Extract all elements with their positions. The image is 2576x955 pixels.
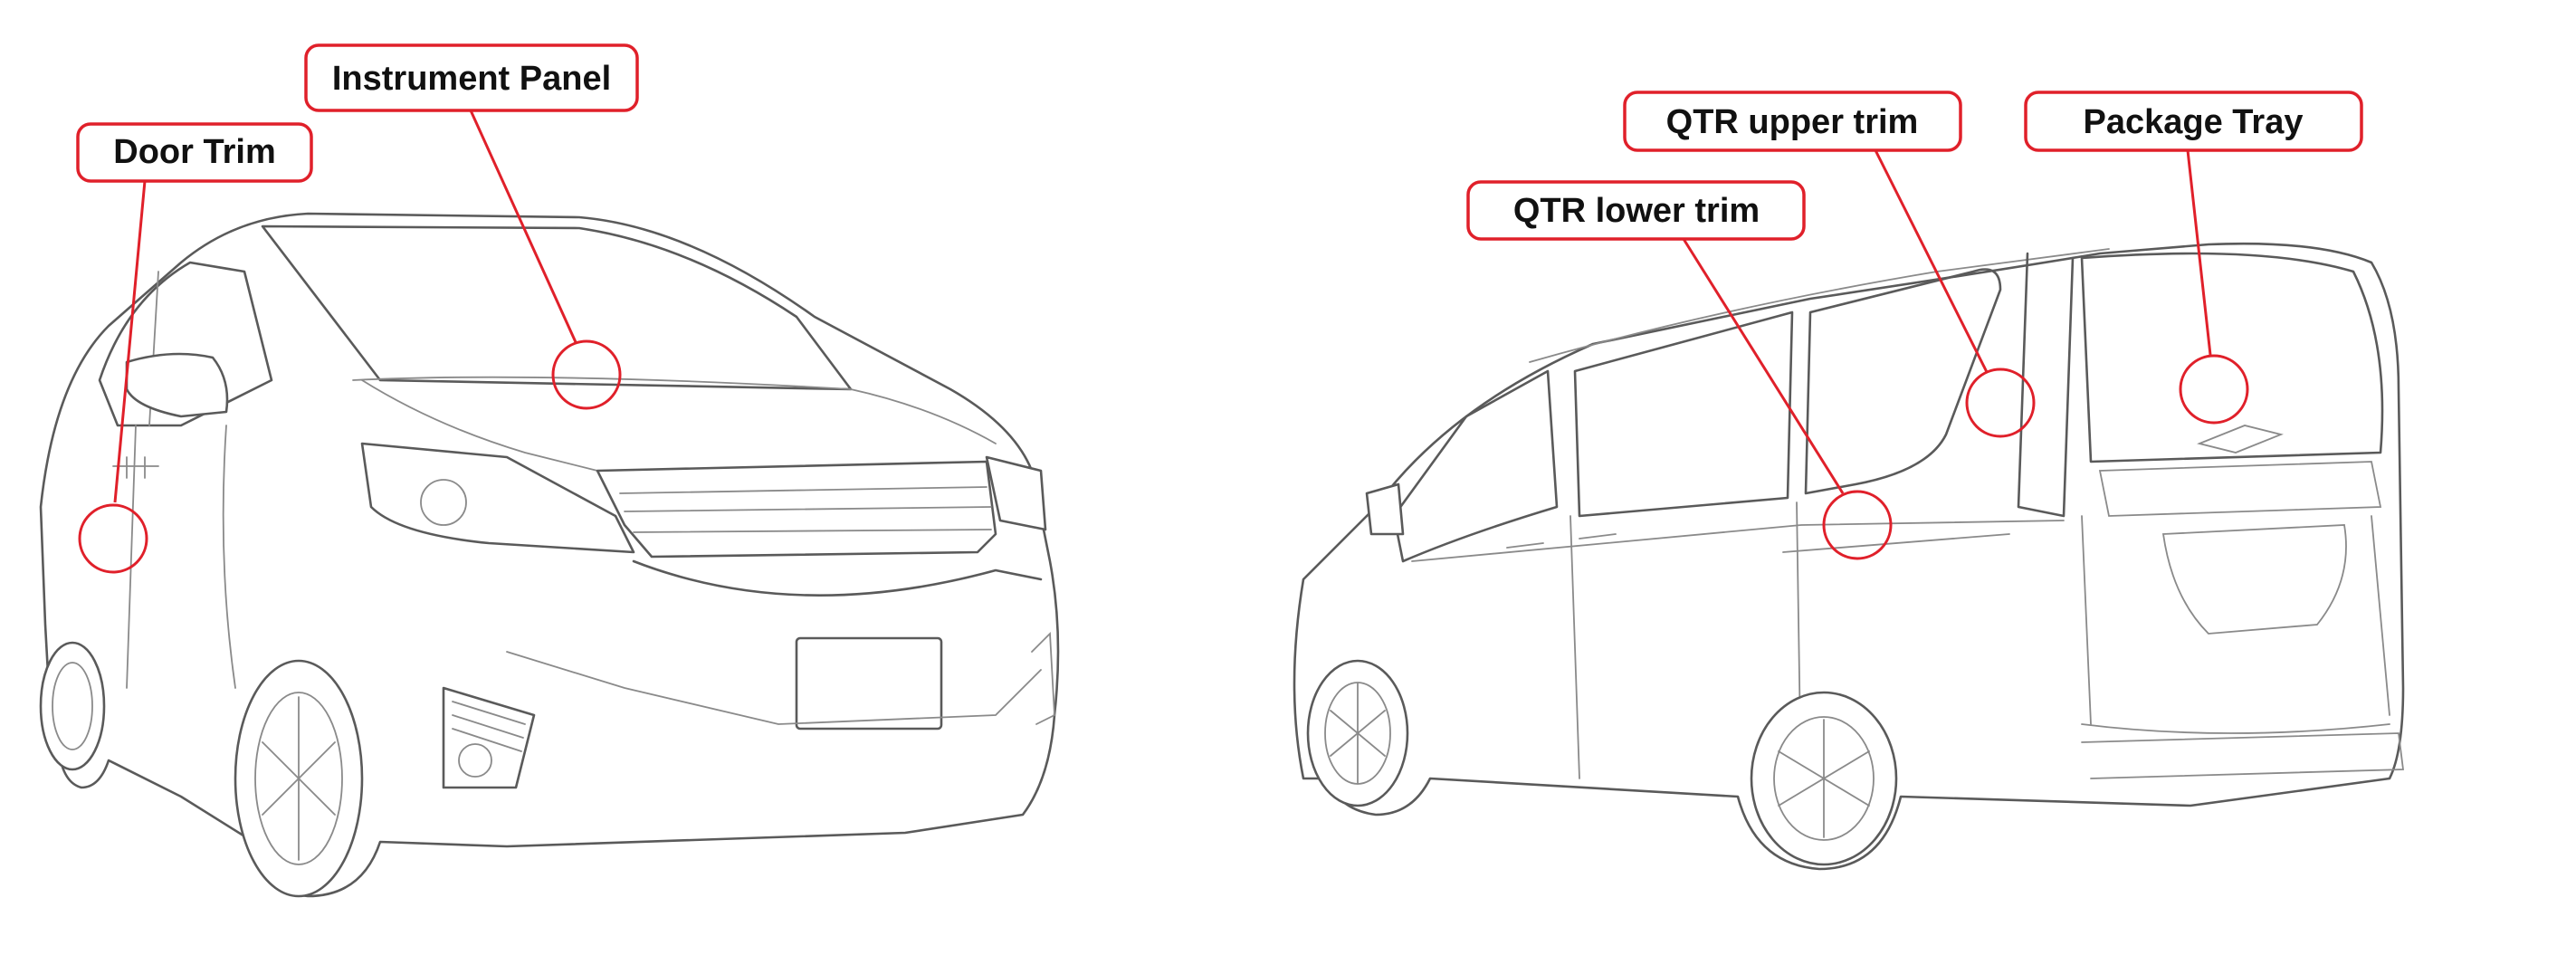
package-tray-leader-line — [2186, 149, 2212, 356]
instrument-panel-target-circle — [551, 339, 622, 410]
front-side-window — [98, 261, 273, 427]
rear-middle-window — [1573, 310, 1794, 518]
front-license-plate — [795, 636, 943, 731]
qtr-upper-trim-label-box — [1623, 91, 1962, 152]
rear-door-handle-front — [1506, 542, 1544, 549]
callout-qtr-upper-trim[interactable]: QTR upper trim — [1623, 91, 2036, 438]
rear-door-handle-rear — [1579, 533, 1617, 540]
qtr-upper-trim-leader-line — [1874, 149, 1989, 373]
door-trim-label: Door Trim — [113, 133, 275, 171]
rear-window — [2080, 252, 2384, 463]
front-door-line — [126, 425, 236, 689]
front-vehicle-illustration — [39, 212, 1060, 898]
package-tray-label: Package Tray — [2084, 103, 2304, 141]
front-door-handle — [112, 456, 159, 479]
rear-front-window — [1392, 369, 1559, 563]
qtr-upper-trim-target-circle — [1965, 368, 2036, 438]
instrument-panel-label: Instrument Panel — [332, 60, 611, 98]
callout-door-trim[interactable]: Door Trim — [76, 122, 313, 574]
rear-vehicle-illustration — [1293, 242, 2405, 871]
front-body-outline — [39, 212, 1060, 898]
door-trim-leader-line — [113, 180, 147, 503]
door-trim-target-circle — [78, 503, 148, 574]
front-grille — [596, 460, 997, 559]
rear-wheel — [1750, 691, 1898, 866]
qtr-lower-trim-label-box — [1466, 180, 1806, 241]
front-hood — [352, 376, 997, 444]
package-tray-target-circle — [2179, 354, 2249, 425]
qtr-lower-trim-leader-line — [1682, 238, 1845, 494]
front-foglight — [442, 686, 536, 789]
front-headlight-left — [360, 442, 635, 554]
callout-package-tray[interactable]: Package Tray — [2024, 91, 2363, 425]
qtr-lower-trim-label: QTR lower trim — [1513, 192, 1760, 230]
front-wheel-far — [39, 641, 106, 771]
qtr-lower-trim-target-circle — [1822, 490, 1893, 560]
callout-instrument-panel[interactable]: Instrument Panel — [304, 43, 639, 410]
instrument-panel-leader-line — [469, 110, 577, 343]
front-windshield — [261, 224, 853, 391]
package-tray-label-box — [2024, 91, 2363, 152]
front-wheel-left — [234, 659, 364, 898]
rear-plate-recess — [2161, 524, 2347, 635]
rear-side-mirror — [1365, 482, 1405, 536]
front-headlight-right — [985, 455, 1047, 531]
door-trim-label-box — [76, 122, 313, 183]
callout-qtr-lower-trim[interactable]: QTR lower trim — [1466, 180, 1893, 560]
instrument-panel-label-box — [304, 43, 639, 112]
rear-sliding-window — [1804, 268, 2002, 495]
front-wheel-side — [1306, 659, 1409, 807]
front-side-mirror — [125, 352, 229, 418]
rear-body-outline — [1293, 242, 2405, 871]
qtr-upper-trim-label: QTR upper trim — [1666, 103, 1919, 141]
